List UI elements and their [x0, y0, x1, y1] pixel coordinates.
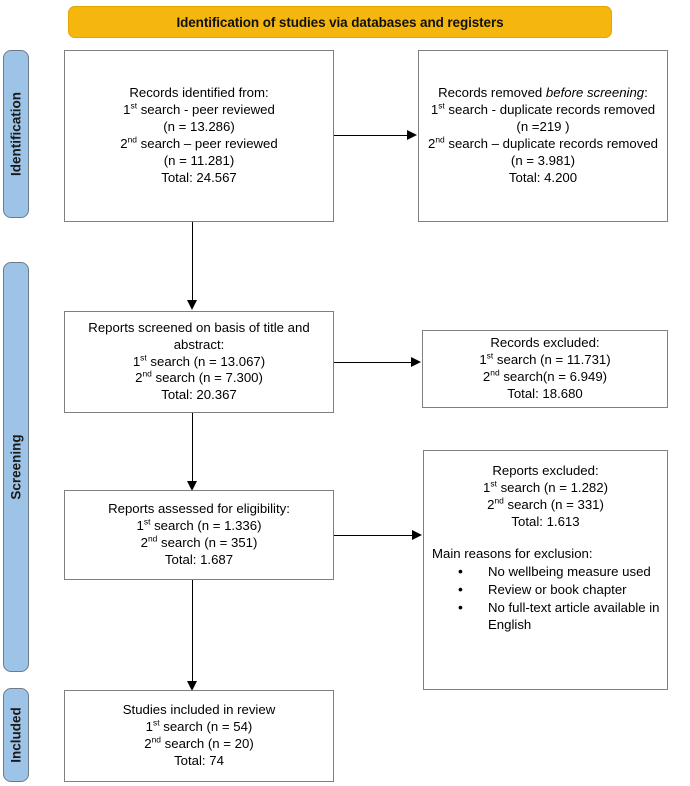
records-identified-line4-pre: 2: [120, 136, 128, 151]
connector-identified-to-screened-arrowhead: [187, 300, 197, 310]
box-reports-eligibility-text: Reports assessed for eligibility: 1st se…: [71, 501, 327, 569]
eligibility-line2-post: search (n = 1.336): [150, 518, 262, 534]
eligibility-line2-pre: 1: [136, 518, 144, 534]
records-excluded-line3-sup: nd: [490, 367, 500, 378]
box-reports-eligibility: Reports assessed for eligibility: 1st se…: [64, 490, 334, 580]
diagram-banner: Identification of studies via databases …: [68, 6, 612, 38]
records-identified-line3: (n = 13.286): [163, 119, 235, 135]
exclusion-reason-item: No wellbeing measure used: [430, 563, 661, 581]
connector-identified-to-removed-arrowhead: [407, 130, 417, 140]
connector-screened-to-eligibility-arrowhead: [187, 481, 197, 491]
connector-screened-to-excluded-line: [334, 362, 412, 363]
records-excluded-line1: Records excluded:: [490, 335, 600, 351]
included-line2-post: search (n = 54): [159, 719, 253, 735]
stage-label-identification: Identification: [8, 92, 24, 176]
connector-screened-to-eligibility-line: [192, 413, 193, 483]
eligibility-line4: Total: 1.687: [164, 551, 234, 567]
reports-excluded-line3-sup: nd: [494, 495, 504, 506]
reports-excluded-line4: Total: 1.613: [511, 513, 580, 529]
box-reports-excluded: Reports excluded: 1st search (n = 1.282)…: [423, 450, 668, 690]
included-line3-post: search (n = 20): [161, 736, 254, 751]
eligibility-line2-sup: st: [143, 516, 151, 527]
box-reports-excluded-head: Reports excluded: 1st search (n = 1.282)…: [430, 463, 661, 531]
box-reports-screened: Reports screened on basis of title and a…: [64, 311, 334, 413]
records-identified-line1: Records identified from:: [129, 85, 269, 101]
stage-label-screening: Screening: [8, 434, 24, 500]
reports-screened-line2-post: search (n = 13.067): [146, 353, 266, 369]
connector-identified-to-screened-line: [192, 222, 193, 302]
box-reports-screened-text: Reports screened on basis of title and a…: [71, 320, 327, 404]
included-line3-pre: 2: [144, 736, 152, 751]
records-identified-line2-sup: st: [130, 100, 138, 111]
records-removed-line3-post: search – duplicate records removed (n = …: [444, 136, 659, 168]
exclusion-reasons-list: No wellbeing measure used Review or book…: [430, 563, 661, 634]
box-records-excluded-text: Records excluded: 1st search (n = 11.731…: [429, 335, 661, 403]
exclusion-reason-item: No full-text article available in Englis…: [430, 599, 661, 634]
connector-screened-to-excluded-arrowhead: [411, 357, 421, 367]
records-identified-line4-sup: nd: [127, 134, 137, 145]
connector-eligibility-to-included-line: [192, 580, 193, 683]
box-records-excluded: Records excluded: 1st search (n = 11.731…: [422, 330, 668, 408]
connector-identified-to-removed-line: [334, 135, 408, 136]
eligibility-line3-post: search (n = 351): [157, 535, 258, 550]
box-records-removed: Records removed before screening: 1st se…: [418, 50, 668, 222]
records-removed-line2-post: search - duplicate records removed (n =2…: [444, 102, 656, 135]
exclusion-reasons-title: Main reasons for exclusion:: [432, 545, 593, 561]
box-studies-included-text: Studies included in review 1st search (n…: [71, 702, 327, 770]
records-removed-line2-sup: st: [438, 100, 445, 111]
reports-screened-line3-pre: 2: [135, 370, 143, 386]
records-removed-line3-pre: 2: [427, 136, 436, 151]
reports-screened-line2-pre: 1: [132, 353, 141, 369]
records-removed-line1-italic: before screening: [545, 85, 645, 101]
included-line1: Studies included in review: [122, 702, 276, 718]
box-records-identified: Records identified from: 1st search - pe…: [64, 50, 334, 222]
eligibility-line3-pre: 2: [140, 535, 148, 550]
included-line2-pre: 1: [145, 719, 154, 735]
banner-title: Identification of studies via databases …: [176, 14, 504, 30]
records-identified-line5: (n = 11.281): [163, 152, 235, 168]
records-excluded-line3-post: search(n = 6.949): [499, 369, 608, 384]
reports-screened-line4: Total: 20.367: [161, 387, 237, 403]
exclusion-reason-item: Review or book chapter: [430, 581, 661, 599]
connector-eligibility-to-excluded-line: [334, 535, 413, 536]
records-identified-line6: Total: 24.567: [161, 169, 237, 185]
connector-eligibility-to-included-arrowhead: [187, 681, 197, 691]
reports-screened-line3-sup: nd: [142, 369, 152, 380]
box-records-removed-text: Records removed before screening: 1st se…: [425, 85, 661, 186]
records-identified-line4-post: search – peer reviewed: [136, 136, 278, 151]
reports-excluded-line3-post: search (n = 331): [503, 496, 604, 512]
records-excluded-line3-pre: 2: [482, 369, 491, 384]
reports-excluded-line2-pre: 1: [483, 479, 491, 495]
reports-screened-line3-post: search (n = 7.300): [151, 370, 263, 386]
records-excluded-line2-pre: 1: [479, 352, 487, 368]
eligibility-line3-sup: nd: [147, 533, 158, 544]
reports-excluded-line2-post: search (n = 1.282): [496, 479, 608, 495]
included-line4: Total: 74: [174, 752, 224, 768]
reports-excluded-line2-sup: st: [490, 478, 497, 489]
records-identified-line2-pre: 1: [123, 102, 131, 118]
stage-label-included: Included: [8, 707, 24, 763]
records-excluded-line2-post: search (n = 11.731): [493, 352, 611, 368]
stage-bar-screening: Screening: [3, 262, 29, 672]
records-removed-line2-pre: 1: [430, 102, 439, 118]
records-removed-line4: Total: 4.200: [508, 169, 578, 185]
stage-bar-identification: Identification: [3, 50, 29, 218]
box-records-identified-text: Records identified from: 1st search - pe…: [71, 85, 327, 186]
reports-excluded-line3-pre: 2: [487, 496, 495, 512]
records-removed-line1-post: :: [644, 85, 648, 101]
records-excluded-line2-sup: st: [486, 350, 494, 361]
reports-excluded-line1: Reports excluded:: [492, 463, 599, 478]
included-line3-sup: nd: [151, 734, 161, 745]
reports-screened-line1: Reports screened on basis of title and a…: [88, 319, 310, 352]
box-studies-included: Studies included in review 1st search (n…: [64, 690, 334, 782]
included-line2-sup: st: [153, 717, 160, 728]
records-excluded-line4: Total: 18.680: [507, 385, 583, 401]
connector-eligibility-to-excluded-arrowhead: [412, 530, 422, 540]
stage-bar-included: Included: [3, 688, 29, 782]
records-identified-line2-post: search - peer reviewed: [137, 102, 275, 118]
records-removed-line1-pre: Records removed: [438, 85, 546, 101]
records-removed-line3-sup: nd: [435, 134, 445, 145]
eligibility-line1: Reports assessed for eligibility:: [108, 501, 290, 517]
reports-screened-line2-sup: st: [140, 352, 147, 363]
